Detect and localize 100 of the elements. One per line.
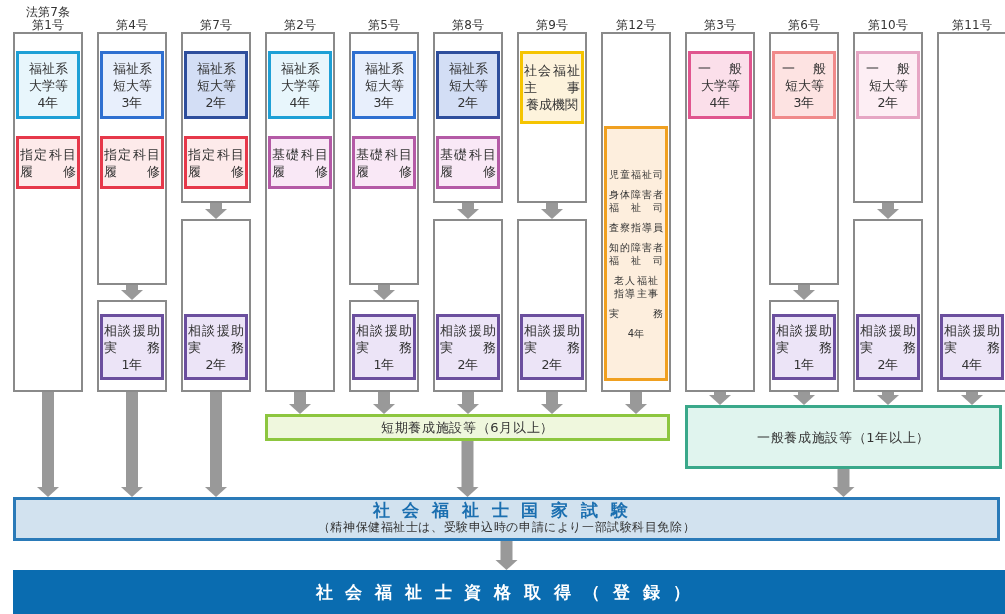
- column-frame: [349, 300, 419, 392]
- box-text: 社会福祉主事: [524, 62, 580, 96]
- box-text: 相談援助実務: [356, 321, 412, 356]
- box-text: 査察指導員: [608, 220, 664, 234]
- course-box: [184, 51, 248, 119]
- box-text: 1年: [792, 355, 816, 373]
- course-box: [352, 136, 416, 189]
- column-heading: 第12号: [615, 19, 657, 32]
- column-frame: [517, 219, 587, 392]
- box-text: 2年: [876, 355, 900, 373]
- box-text: 相談援助実務: [188, 321, 244, 356]
- course-box: [268, 136, 332, 189]
- column-heading: 第8号: [451, 19, 485, 32]
- column-heading: 第10号: [867, 19, 909, 32]
- box-text: 児童福祉司: [608, 167, 664, 181]
- flow-arrow: [121, 285, 143, 300]
- column-frame: [769, 300, 839, 392]
- flow-arrow: [495, 541, 518, 570]
- box-title: 社会福祉士国家試験: [372, 502, 641, 519]
- box-text: 老人福祉指導主事: [613, 273, 659, 300]
- box-text: 指定科目履修: [20, 145, 76, 180]
- box-text: 相談援助実務: [524, 321, 580, 356]
- box-text: 指定科目履修: [104, 145, 160, 180]
- facility-box: [685, 405, 1002, 469]
- flow-arrow: [793, 392, 815, 405]
- column-frame: [853, 219, 923, 392]
- course-box: [604, 126, 668, 381]
- box-text: 2年: [540, 355, 564, 373]
- flow-arrow: [709, 392, 731, 405]
- box-text: 相談援助実務: [440, 321, 496, 356]
- flow-arrow: [289, 392, 311, 414]
- column-heading: 第4号: [115, 19, 149, 32]
- course-box: [520, 314, 584, 380]
- course-box: [772, 51, 836, 119]
- course-box: [856, 314, 920, 380]
- course-box: [184, 314, 248, 380]
- column-heading: 第3号: [703, 19, 737, 32]
- column-frame: [181, 219, 251, 392]
- flow-arrow: [457, 392, 479, 414]
- column-heading: 第5号: [367, 19, 401, 32]
- box-text: 福祉系大学等4年: [27, 59, 69, 111]
- column-heading: 第6号: [787, 19, 821, 32]
- box-text: 相談援助実務: [104, 321, 160, 356]
- column-heading: 第11号: [951, 19, 993, 32]
- box-text: 基礎科目履修: [356, 145, 412, 180]
- flow-arrow: [625, 392, 647, 414]
- flow-arrow: [205, 203, 227, 219]
- flow-arrow: [205, 392, 227, 497]
- box-title: 一般養成施設等（1年以上）: [757, 428, 930, 446]
- flow-arrow: [961, 392, 983, 405]
- course-box: [520, 51, 584, 124]
- flow-arrow: [832, 469, 855, 497]
- box-text: 1年: [372, 355, 396, 373]
- box-text: 2年: [456, 355, 480, 373]
- box-note: （精神保健福祉士は、受験申込時の申請により一部試験科目免除）: [317, 519, 696, 536]
- course-box: [16, 136, 80, 189]
- box-text: 2年: [204, 355, 228, 373]
- flow-arrow: [456, 441, 479, 497]
- box-text: 福祉系短大等3年: [363, 59, 405, 111]
- box-text: 福祉系短大等3年: [111, 59, 153, 111]
- course-box: [100, 51, 164, 119]
- box-text: 相談援助実務: [776, 321, 832, 356]
- facility-box: [265, 414, 670, 441]
- box-title: 短期養成施設等（6月以上）: [381, 419, 554, 436]
- box-text: 福祉系短大等2年: [195, 59, 237, 111]
- box-text: 相談援助実務: [944, 321, 1000, 356]
- box-text: 短大等3年: [783, 76, 825, 111]
- flow-arrow: [373, 285, 395, 300]
- course-box: [772, 314, 836, 380]
- box-text: 4年: [626, 326, 646, 340]
- flow-arrow: [877, 203, 899, 219]
- course-box: [16, 51, 80, 119]
- box-text: 養成機関: [525, 96, 579, 113]
- box-text: 福祉系短大等2年: [447, 59, 489, 111]
- flow-arrow: [121, 392, 143, 497]
- course-box: [688, 51, 752, 119]
- course-box: [184, 136, 248, 189]
- box-text: 一般: [866, 59, 910, 77]
- column-heading: 第9号: [535, 19, 569, 32]
- box-text: 指定科目履修: [188, 145, 244, 180]
- course-box: [436, 136, 500, 189]
- course-box: [436, 51, 500, 119]
- box-text: 知的障害者福祉司: [608, 240, 664, 267]
- box-text: 短大等2年: [867, 76, 909, 111]
- box-text: 基礎科目履修: [272, 145, 328, 180]
- course-box: [268, 51, 332, 119]
- flow-arrow: [541, 392, 563, 414]
- column-frame: [97, 300, 167, 392]
- course-box: [100, 314, 164, 380]
- flow-arrow: [373, 392, 395, 414]
- box-text: 大学等4年: [699, 76, 741, 111]
- column-heading: 法第7条第1号: [25, 6, 71, 32]
- column-heading: 第7号: [199, 19, 233, 32]
- course-box: [100, 136, 164, 189]
- box-text: 実務: [608, 306, 664, 320]
- course-box: [352, 51, 416, 119]
- course-box: [940, 314, 1004, 380]
- course-box: [856, 51, 920, 119]
- result-band: [13, 570, 1005, 614]
- course-box: [352, 314, 416, 380]
